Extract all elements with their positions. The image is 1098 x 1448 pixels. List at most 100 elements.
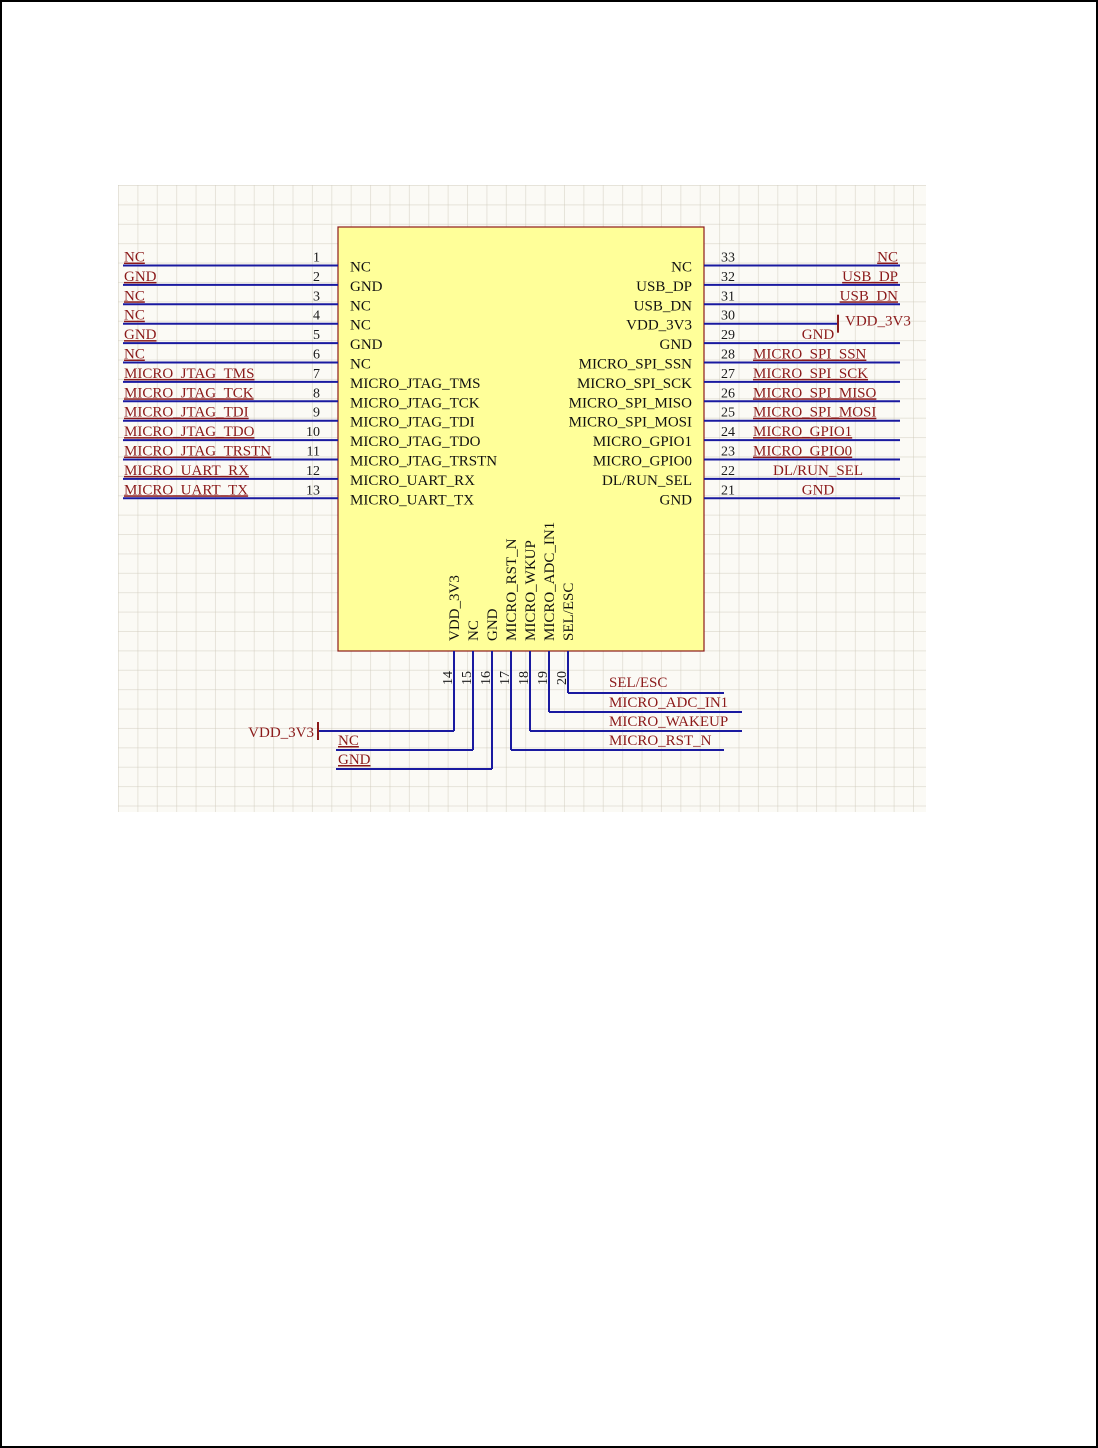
pin-number-24: 24 [721,425,735,440]
net-label-gnd: GND [802,482,835,498]
net-label-micro-rst-n: MICRO_RST_N [609,733,712,749]
pin-number-27: 27 [721,367,735,382]
pin-number-1: 1 [313,251,320,266]
net-label-micro-adc-in1: MICRO_ADC_IN1 [609,695,728,711]
net-label-gnd: GND [124,327,157,343]
net-label-usb-dn: USB_DN [840,288,899,304]
net-label-micro-uart-tx: MICRO_UART_TX [124,482,248,498]
net-label-usb-dp: USB_DP [842,269,898,285]
net-label-micro-gpio1: MICRO_GPIO1 [753,424,852,440]
pin-name-4: NC [350,318,371,334]
pin-name-22: DL/RUN_SEL [602,473,692,489]
net-label-micro-gpio0: MICRO_GPIO0 [753,444,852,460]
pin-name-33: NC [671,260,692,276]
power-label-vdd-3v3: VDD_3V3 [845,314,911,330]
net-label-micro-spi-miso: MICRO_SPI_MISO [753,385,877,401]
net-label-micro-wakeup: MICRO_WAKEUP [609,714,728,730]
pin-name-28: MICRO_SPI_SSN [579,357,693,373]
pin-number-28: 28 [721,348,735,363]
pin-number-9: 9 [313,406,320,421]
power-label-vdd-3v3: VDD_3V3 [248,725,314,741]
pin-number-29: 29 [721,328,735,343]
pin-number-25: 25 [721,406,735,421]
pin-name-27: MICRO_SPI_SCK [577,376,692,392]
pin-name-6: NC [350,357,371,373]
pin-name-5: GND [350,337,383,353]
net-label-nc: NC [124,288,145,304]
net-label-micro-jtag-tms: MICRO_JTAG_TMS [124,366,254,382]
net-label-micro-jtag-trstn: MICRO_JTAG_TRSTN [124,444,271,460]
pin-number-32: 32 [721,270,735,285]
pin-name-8: MICRO_JTAG_TCK [350,395,480,411]
pin-name-25: MICRO_SPI_MOSI [569,415,692,431]
pin-name-13: MICRO_UART_TX [350,492,474,508]
pin-name-26: MICRO_SPI_MISO [569,395,693,411]
pin-name-31: USB_DN [634,298,693,314]
net-label-nc: NC [124,347,145,363]
pin-number-18: 18 [517,671,532,685]
pin-number-16: 16 [479,671,494,685]
net-label-micro-uart-rx: MICRO_UART_RX [124,463,249,479]
pin-name-2: GND [350,279,383,295]
net-label-micro-spi-ssn: MICRO_SPI_SSN [753,347,867,363]
pin-number-10: 10 [306,425,320,440]
pin-name-21: GND [660,492,693,508]
net-label-micro-spi-mosi: MICRO_SPI_MOSI [753,405,876,421]
pin-number-5: 5 [313,328,320,343]
pin-number-2: 2 [313,270,320,285]
pin-number-31: 31 [721,289,735,304]
net-label-micro-jtag-tdo: MICRO_JTAG_TDO [124,424,255,440]
net-label-gnd: GND [124,269,157,285]
pin-number-22: 22 [721,464,735,479]
pin-name-11: MICRO_JTAG_TRSTN [350,454,497,470]
net-label-nc: NC [124,308,145,324]
net-label-micro-jtag-tck: MICRO_JTAG_TCK [124,385,254,401]
pin-number-7: 7 [313,367,320,382]
pin-number-13: 13 [306,483,320,498]
net-label-nc: NC [124,250,145,266]
pin-number-12: 12 [306,464,320,479]
net-label-nc: NC [877,250,898,266]
pin-number-21: 21 [721,483,735,498]
pin-name-17: MICRO_RST_N [504,538,520,641]
pin-name-24: MICRO_GPIO1 [593,434,692,450]
pin-number-30: 30 [721,309,735,324]
pin-name-32: USB_DP [636,279,692,295]
net-label-dl-run-sel: DL/RUN_SEL [773,463,863,479]
pin-number-8: 8 [313,386,320,401]
pin-name-3: NC [350,298,371,314]
net-label-sel-esc: SEL/ESC [609,675,667,691]
net-label-micro-jtag-tdi: MICRO_JTAG_TDI [124,405,249,421]
pin-name-1: NC [350,260,371,276]
pin-number-15: 15 [460,671,475,685]
net-label-micro-spi-sck: MICRO_SPI_SCK [753,366,868,382]
net-label-gnd: GND [802,327,835,343]
net-label-gnd: GND [338,752,371,768]
pin-number-11: 11 [307,445,320,460]
pin-name-12: MICRO_UART_RX [350,473,475,489]
pin-name-10: MICRO_JTAG_TDO [350,434,481,450]
pin-number-17: 17 [498,671,513,685]
component-body [337,226,705,652]
schematic-drawing: 1NCNC2GNDGND3NCNC4NCNC5GNDGND6NCNC7MICRO… [123,226,911,770]
pin-number-19: 19 [536,671,551,685]
pin-name-16: GND [485,608,501,641]
pin-number-4: 4 [313,309,320,324]
pin-number-6: 6 [313,348,320,363]
pin-name-30: VDD_3V3 [626,318,692,334]
pin-name-18: MICRO_WKUP [523,540,539,641]
pin-name-19: MICRO_ADC_IN1 [542,522,558,641]
pin-number-14: 14 [441,671,456,685]
pin-number-23: 23 [721,445,735,460]
pin-number-33: 33 [721,251,735,266]
pin-name-14: VDD_3V3 [447,575,463,641]
pin-name-20: SEL/ESC [561,583,577,641]
pin-name-23: MICRO_GPIO0 [593,454,692,470]
pin-name-15: NC [466,620,482,641]
pin-name-7: MICRO_JTAG_TMS [350,376,480,392]
pin-name-9: MICRO_JTAG_TDI [350,415,475,431]
pin-name-29: GND [660,337,693,353]
net-label-nc: NC [338,733,359,749]
